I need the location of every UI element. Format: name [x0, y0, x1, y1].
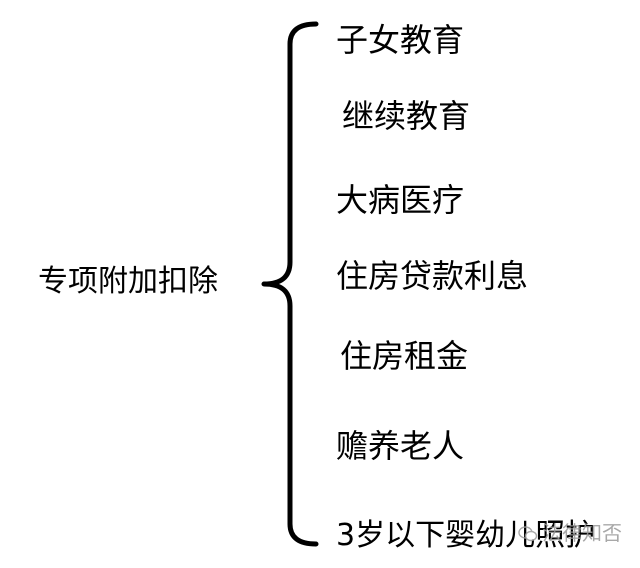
item-housing-loan-interest: 住房贷款利息 [336, 257, 529, 295]
item-housing-rent: 住房租金 [340, 337, 469, 375]
root-label: 专项附加扣除 [38, 264, 218, 299]
wechat-icon [518, 526, 538, 542]
item-continuing-education: 继续教育 [342, 97, 471, 135]
item-serious-illness-medical: 大病医疗 [336, 181, 465, 219]
watermark: 法律知否 [518, 520, 622, 546]
watermark-text: 法律知否 [542, 521, 622, 545]
item-elderly-support: 赡养老人 [336, 427, 465, 465]
item-children-education: 子女教育 [336, 21, 465, 59]
item-infant-care-under-3: 3岁以下婴幼儿照护 [336, 518, 596, 553]
